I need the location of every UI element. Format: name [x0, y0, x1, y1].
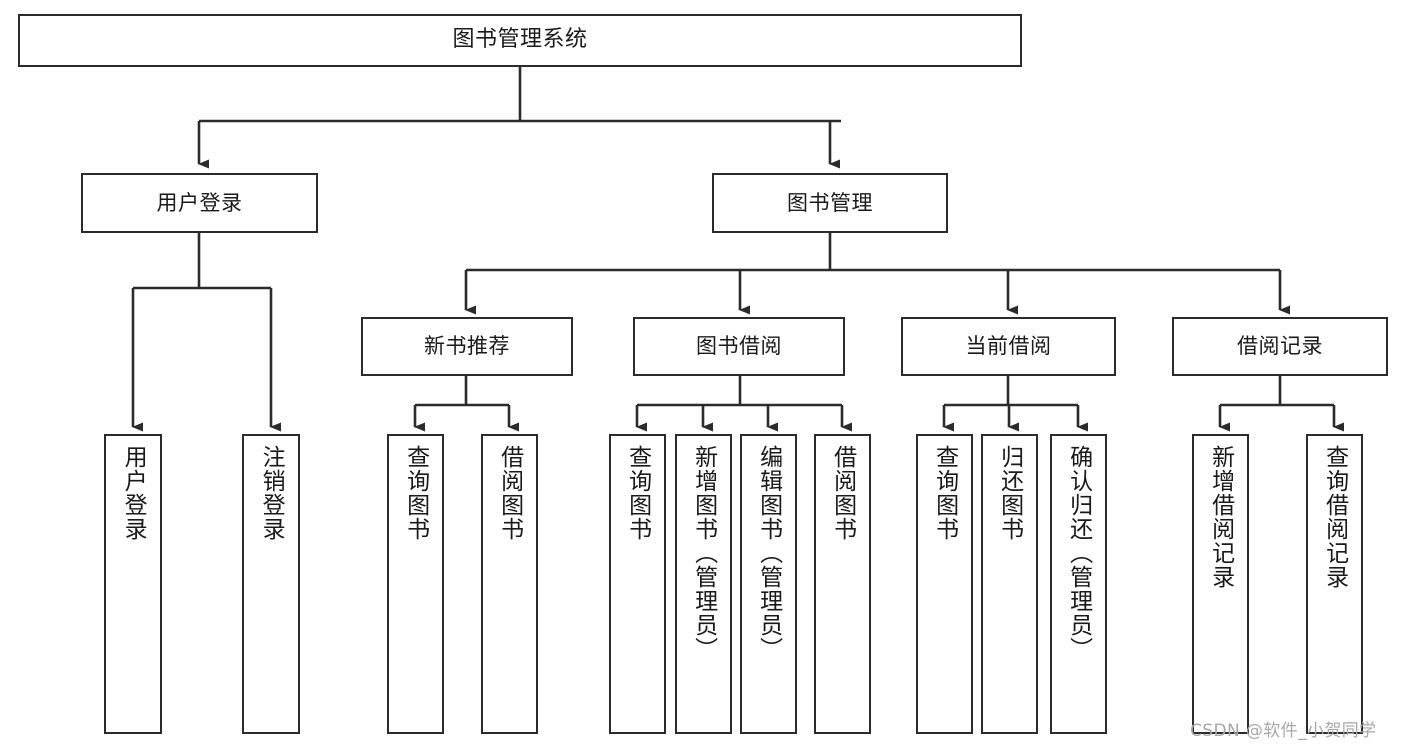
node-label: 查询借阅记录 [1321, 445, 1348, 589]
leaf-user-login-signin[interactable]: 用户登录 [104, 434, 162, 734]
node-borrow-record[interactable]: 借阅记录 [1172, 317, 1388, 376]
leaf-book-borrow-add[interactable]: 新增图书（管理员） [675, 434, 732, 734]
node-label: 借阅记录 [1237, 334, 1323, 359]
leaf-book-borrow-edit[interactable]: 编辑图书（管理员） [740, 434, 797, 734]
node-user-login[interactable]: 用户登录 [81, 173, 318, 233]
node-label: 确认归还（管理员） [1065, 445, 1092, 661]
leaf-new-book-query[interactable]: 查询图书 [387, 434, 444, 734]
node-label: 图书管理 [787, 190, 873, 215]
node-label: 用户登录 [156, 190, 243, 215]
node-label: 查询图书 [624, 445, 651, 541]
node-label: 新书推荐 [424, 334, 510, 359]
leaf-borrow-record-add[interactable]: 新增借阅记录 [1192, 434, 1249, 734]
node-current-borrow[interactable]: 当前借阅 [901, 317, 1116, 376]
node-label: 查询图书 [931, 445, 958, 541]
leaf-current-borrow-confirm[interactable]: 确认归还（管理员） [1050, 434, 1107, 734]
leaf-book-borrow-query[interactable]: 查询图书 [609, 434, 666, 734]
node-label: 注销登录 [258, 445, 285, 541]
leaf-new-book-borrow[interactable]: 借阅图书 [481, 434, 538, 734]
node-label: 编辑图书（管理员） [755, 445, 782, 661]
node-label: 新增图书（管理员） [690, 445, 717, 661]
node-label: 图书管理系统 [452, 27, 588, 53]
node-label: 查询图书 [402, 445, 429, 541]
node-root-system[interactable]: 图书管理系统 [18, 14, 1022, 67]
node-label: 图书借阅 [696, 334, 782, 359]
leaf-borrow-record-query[interactable]: 查询借阅记录 [1306, 434, 1363, 734]
node-label: 借阅图书 [496, 445, 523, 541]
watermark-text: CSDN @软件_小贺同学 [1190, 721, 1377, 741]
leaf-user-login-signout[interactable]: 注销登录 [242, 434, 300, 734]
node-label: 当前借阅 [965, 334, 1052, 359]
leaf-book-borrow-lend[interactable]: 借阅图书 [814, 434, 871, 734]
node-label: 新增借阅记录 [1207, 445, 1234, 589]
leaf-current-borrow-return[interactable]: 归还图书 [981, 434, 1038, 734]
node-label: 借阅图书 [829, 445, 856, 541]
node-book-borrow[interactable]: 图书借阅 [633, 317, 845, 376]
node-book-manage[interactable]: 图书管理 [712, 173, 948, 233]
node-new-book-recommend[interactable]: 新书推荐 [361, 317, 573, 376]
node-label: 用户登录 [120, 445, 147, 541]
node-label: 归还图书 [996, 445, 1023, 541]
leaf-current-borrow-query[interactable]: 查询图书 [916, 434, 973, 734]
